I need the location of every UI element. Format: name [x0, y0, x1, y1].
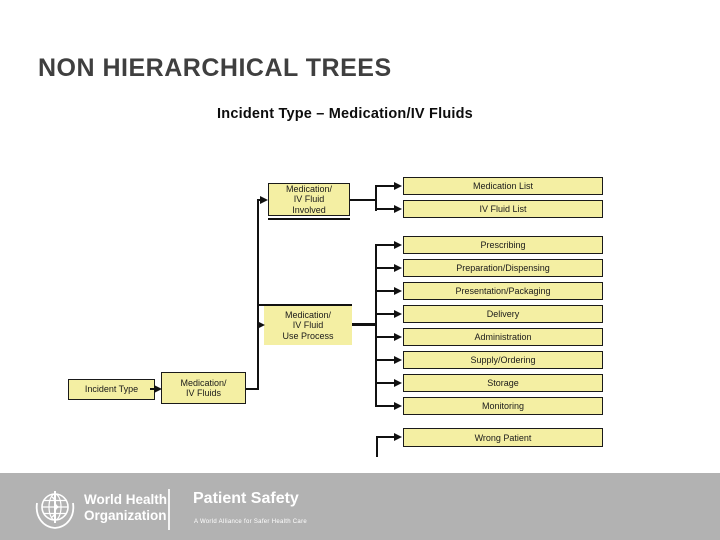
node-use-process-line3: Use Process — [282, 330, 334, 341]
who-name-line1: World Health — [84, 492, 168, 507]
node-preparation-dispensing: Preparation/Dispensing — [403, 259, 603, 277]
connector-to-administration — [376, 336, 396, 338]
connector-to-preparation — [376, 267, 396, 269]
connector-to-prescribing — [376, 244, 396, 246]
arrowhead-to-supply — [394, 356, 402, 364]
node-delivery: Delivery — [403, 305, 603, 323]
node-storage: Storage — [403, 374, 603, 392]
node-medication-iv-fluids: Medication/ IV Fluids — [161, 372, 246, 404]
footer-bar — [0, 473, 720, 540]
node-presentation-packaging: Presentation/Packaging — [403, 282, 603, 300]
who-name-line2: Organization — [84, 508, 167, 523]
arrowhead-to-presentation — [394, 287, 402, 295]
connector-to-delivery — [376, 313, 396, 315]
arrowhead-to-prescribing — [394, 241, 402, 249]
node-med-iv-fluid-involved: Medication/ IV Fluid Involved — [268, 183, 350, 216]
node-incident-type: Incident Type — [68, 379, 155, 400]
connector-orphan-stub — [376, 436, 378, 457]
node-administration: Administration — [403, 328, 603, 346]
arrowhead-to-iv-fluid-list — [394, 205, 402, 213]
slide-title: NON HIERARCHICAL TREES — [38, 54, 392, 82]
connector-left-trunk — [257, 199, 259, 390]
arrowhead-to-involved — [260, 196, 268, 204]
node-wrong-patient: Wrong Patient — [403, 428, 603, 447]
connector-topline-use-process — [258, 304, 352, 306]
node-involved-line1: Medication/ — [285, 183, 333, 194]
who-logo-icon — [35, 491, 75, 529]
connector-to-storage — [376, 382, 396, 384]
arrowhead-to-medication-list — [394, 182, 402, 190]
node-use-process-line1: Medication/ — [284, 309, 332, 320]
arrowhead-to-use-process — [257, 321, 265, 329]
arrowhead-root-to-level1 — [154, 385, 162, 393]
program-title: Patient Safety — [193, 490, 299, 507]
connector-use-process-out — [352, 323, 376, 326]
diagram-title: Incident Type – Medication/IV Fluids — [217, 106, 473, 122]
arrowhead-to-administration — [394, 333, 402, 341]
connector-root-to-level1 — [150, 388, 156, 390]
node-involved-line2: IV Fluid — [293, 194, 325, 205]
node-supply-ordering: Supply/Ordering — [403, 351, 603, 369]
node-incident-type-label: Incident Type — [84, 384, 139, 395]
arrowhead-to-wrong-patient — [394, 433, 402, 441]
connector-underline-involved — [268, 218, 350, 220]
arrowhead-to-monitoring — [394, 402, 402, 410]
node-iv-fluid-list: IV Fluid List — [403, 200, 603, 218]
connector-to-wrong-patient — [377, 436, 396, 438]
connector-level1-out — [246, 388, 259, 390]
node-monitoring: Monitoring — [403, 397, 603, 415]
program-tagline: A World Alliance for Safer Health Care — [194, 519, 308, 525]
footer-divider — [168, 489, 170, 530]
node-medication-iv-fluids-line1: Medication/ — [180, 377, 227, 388]
node-medication-list: Medication List — [403, 177, 603, 195]
connector-pair-junction — [375, 185, 377, 211]
node-use-process-line2: IV Fluid — [292, 320, 324, 331]
connector-involved-out — [350, 199, 376, 201]
connector-right-trunk — [375, 244, 377, 407]
node-medication-iv-fluids-line2: IV Fluids — [185, 388, 221, 398]
connector-to-supply — [376, 359, 396, 361]
connector-to-presentation — [376, 290, 396, 292]
connector-to-monitoring — [376, 405, 396, 407]
connector-to-iv-fluid-list — [376, 208, 396, 210]
arrowhead-to-delivery — [394, 310, 402, 318]
arrowhead-to-preparation — [394, 264, 402, 272]
node-involved-line3: Involved — [292, 204, 326, 215]
who-name: World Health Organization — [84, 492, 167, 524]
node-med-iv-fluid-use-process: Medication/ IV Fluid Use Process — [264, 306, 352, 345]
connector-to-medication-list — [376, 185, 396, 187]
arrowhead-to-storage — [394, 379, 402, 387]
node-prescribing: Prescribing — [403, 236, 603, 254]
